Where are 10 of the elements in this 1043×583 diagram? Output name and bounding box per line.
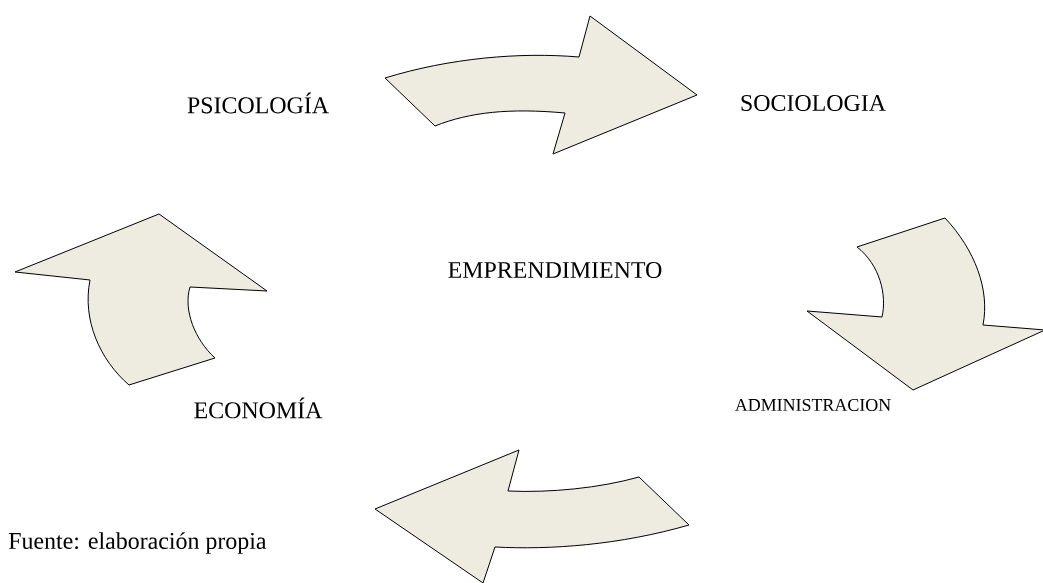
node-label: ADMINISTRACION	[734, 398, 891, 411]
node-label: ECONOMÍA	[194, 397, 323, 419]
node-label: EMPRENDIMIENTO	[448, 261, 662, 279]
block-arrow	[806, 217, 1043, 391]
node-label: SOCIOLOGIA	[741, 94, 886, 112]
block-arrow	[14, 213, 268, 386]
node-label: PSICOLOGÍA	[187, 92, 329, 114]
block-arrow	[384, 15, 698, 155]
caption: Fuente: elaboración propia	[8, 532, 267, 554]
block-arrow	[374, 449, 690, 583]
